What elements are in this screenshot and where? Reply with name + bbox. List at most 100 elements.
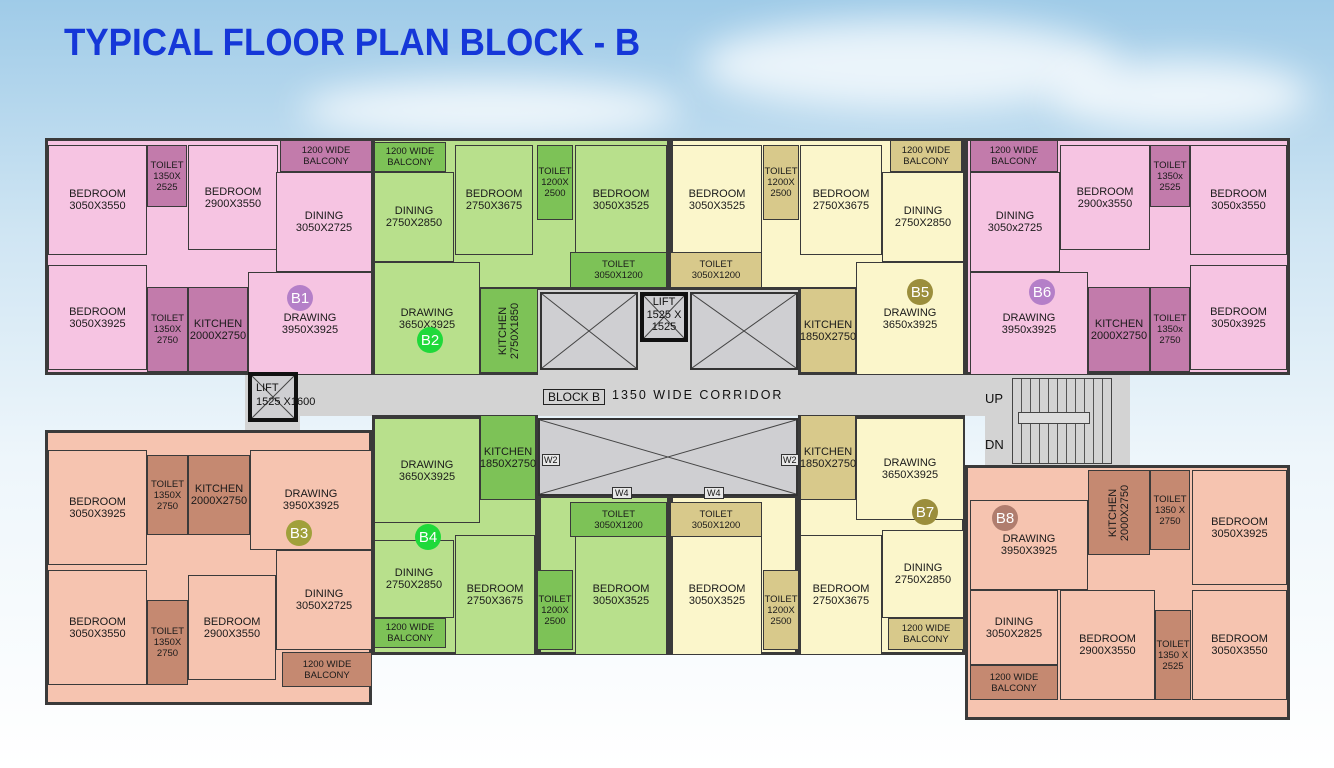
unit-badge-b4: B4	[415, 524, 441, 550]
room-size: 2000X2750	[189, 329, 247, 342]
room-name: TOILET	[764, 593, 798, 605]
room-name: KITCHEN	[497, 306, 509, 355]
room-size: 3050X2725	[295, 600, 353, 612]
unit-badge-b6: B6	[1029, 279, 1055, 305]
room-size: 3050X3925	[69, 507, 126, 520]
room-size: 2750X3675	[465, 200, 523, 212]
room-name: DRAWING	[400, 458, 454, 471]
room-size: 1200X 2500	[541, 177, 569, 199]
lower-shaft	[538, 418, 798, 496]
room-size: 2750X3675	[812, 200, 870, 212]
room-name: BEDROOM	[688, 583, 746, 595]
shaft-w4-right: W4	[704, 487, 724, 499]
room-size: 2900X3550	[1079, 645, 1136, 657]
room-name: 1200 WIDE	[901, 623, 951, 634]
room-size: 3650x3925	[882, 318, 938, 331]
room-name: BEDROOM	[1210, 305, 1267, 318]
unit-badge-b2: B2	[417, 327, 443, 353]
room-size: 1350X 2750	[153, 637, 182, 659]
shaft-w4-left: W4	[612, 487, 632, 499]
room-name: TOILET	[150, 159, 184, 171]
room-size: 3650X3925	[398, 470, 456, 483]
room-name: 1200 WIDE	[989, 145, 1039, 156]
room-name: DRAWING	[283, 311, 337, 324]
room-size: 3050x2725	[987, 222, 1043, 234]
unit-badge-b7: B7	[912, 499, 938, 525]
room-name: DRAWING	[1002, 533, 1056, 545]
room-size: 2750X2850	[894, 217, 952, 229]
room-size: 3950X3925	[281, 323, 339, 336]
shaft-w2-right: W2	[781, 454, 799, 466]
room-size: BALCONY	[991, 682, 1037, 694]
stair-void-right	[690, 292, 798, 370]
room-name: BEDROOM	[69, 188, 126, 200]
room-size: 3050X3925	[69, 317, 126, 330]
unit-badge-b5: B5	[907, 279, 933, 305]
room-size: 1850X2750	[799, 457, 857, 470]
room-size: 3650X3925	[881, 469, 939, 481]
room-name: BEDROOM	[1210, 188, 1267, 200]
room-size: 3950X3925	[282, 500, 340, 512]
room-name: 1200 WIDE	[989, 671, 1039, 683]
cross-mark	[644, 296, 684, 338]
room-size: 1350 X 2525	[1157, 649, 1189, 672]
room-size: 1350X 2525	[153, 170, 181, 193]
room-size: 3050x3550	[1211, 200, 1266, 212]
room-size: 3050X2725	[295, 222, 353, 234]
room-name: TOILET	[1153, 313, 1187, 324]
room-size: 2900X3550	[204, 197, 262, 210]
room-size: BALCONY	[903, 634, 949, 645]
room-name: BEDROOM	[1079, 633, 1136, 645]
cloud	[300, 80, 680, 140]
room-name: TOILET	[699, 259, 733, 270]
room-size: BALCONY	[903, 156, 949, 167]
room-size: 3050X3525	[592, 595, 650, 607]
corridor-label: 1350 WIDE CORRIDOR	[612, 388, 784, 402]
